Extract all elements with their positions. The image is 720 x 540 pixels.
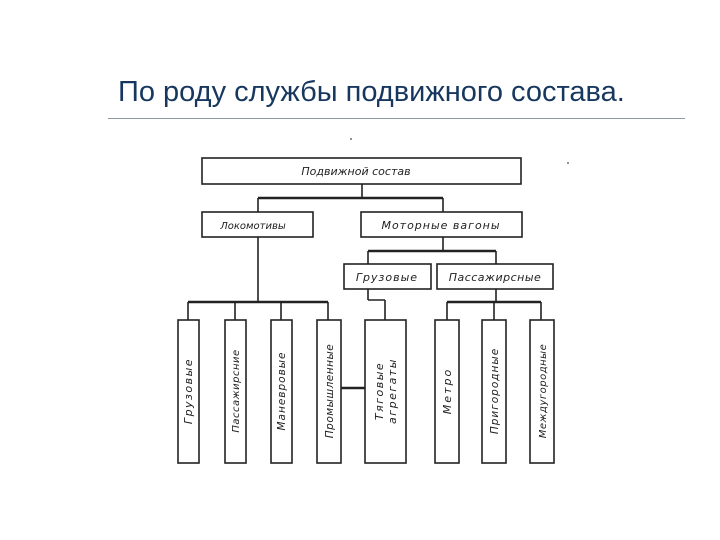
leaf-industrial-label: Промышленные (324, 344, 336, 438)
leaf-suburban: Пригородные (481, 319, 507, 464)
leaf-shunting: Маневровые (270, 319, 293, 464)
leaf-traction-units: Тяговыеагрегаты (364, 319, 407, 464)
leaf-passenger-label: Пассажирсние (231, 349, 242, 432)
leaf-freight: Грузовые (177, 319, 200, 464)
node-rolling-stock-label: Подвижной состав (301, 165, 410, 178)
leaf-suburban-label: Пригородные (489, 348, 501, 434)
leaf-traction-units-line: Тяговые (373, 362, 386, 420)
title-divider (108, 118, 685, 119)
node-rolling-stock: Подвижной состав (201, 157, 522, 185)
slide-title: По роду службы подвижного состава. (118, 76, 625, 108)
node-motor-cars-freight-label: Грузовые (356, 271, 418, 284)
leaf-freight-label: Грузовые (182, 358, 195, 424)
leaf-intercity-label: Междугородные (538, 344, 549, 438)
node-motor-cars-label: Моторные вагоны (381, 219, 500, 232)
leaf-metro: Метро (434, 319, 460, 464)
leaf-metro-label: Метро (441, 368, 454, 414)
connector-lines (187, 184, 542, 390)
leaf-traction-units-line: агрегаты (386, 358, 399, 424)
leaf-intercity: Междугородные (529, 319, 555, 464)
node-motor-cars-passenger: Пассажирсные (436, 263, 554, 290)
node-motor-cars-freight: Грузовые (343, 263, 432, 290)
leaf-shunting-label: Маневровые (276, 351, 288, 430)
leaf-traction-units-label: Тяговыеагрегаты (373, 358, 399, 424)
leaf-passenger: Пассажирсние (224, 319, 247, 464)
node-motor-cars-passenger-label: Пассажирсные (449, 271, 542, 284)
node-locomotives: Локомотивы (201, 211, 314, 238)
node-motor-cars: Моторные вагоны (360, 211, 523, 238)
scan-specks (350, 138, 569, 164)
node-locomotives-label: Локомотивы (219, 221, 286, 232)
leaf-industrial: Промышленные (316, 319, 342, 464)
